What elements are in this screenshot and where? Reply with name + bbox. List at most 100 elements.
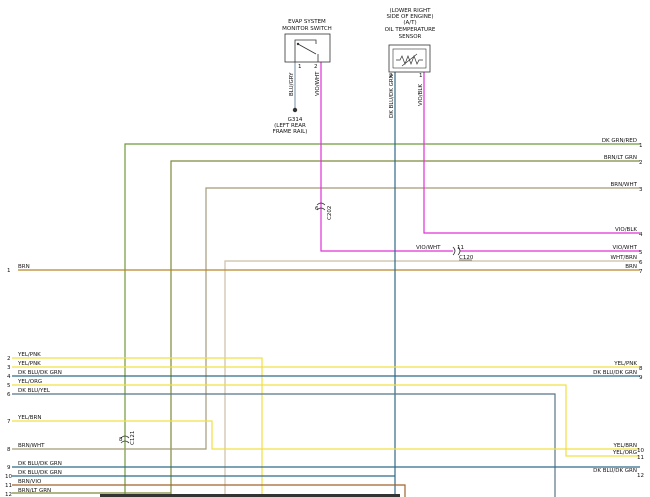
right-number: 6 [639, 260, 643, 266]
left-label: DK BLU/YEL [18, 388, 51, 394]
ground-g314: G314 (LEFT REAR FRAME RAIL) [273, 107, 308, 135]
ground-icon [292, 107, 298, 113]
right-number: 11 [637, 455, 644, 461]
left-label: YEL/PNK [17, 361, 41, 367]
evap-switch-contact [297, 43, 317, 55]
wire-yel-org [12, 384, 640, 457]
left-number: 3 [7, 365, 11, 371]
right-number: 9 [639, 375, 643, 381]
right-label: BRN/WHT [611, 182, 638, 188]
left-number: 2 [7, 356, 11, 362]
left-label: DK BLU/DK GRN [18, 370, 62, 376]
right-number: 10 [637, 448, 644, 454]
evap-title-line2: MONITOR SWITCH [282, 26, 332, 32]
wire-dk-blu-yel [12, 393, 556, 497]
left-labels: 1 BRN 2 YEL/PNK 3 YEL/PNK 4 DK BLU/DK GR… [5, 264, 62, 497]
wire-vio-blk [423, 72, 640, 234]
c202-pin: 6 [315, 206, 319, 212]
wire-brn-wht [12, 187, 640, 450]
left-number: 4 [7, 374, 11, 380]
c202-label: C202 [327, 206, 333, 220]
left-label: DK BLU/DK GRN [18, 461, 62, 467]
left-number: 11 [5, 483, 12, 489]
label-dk-blu-dk-grn-vertical: DK BLU/DK GRN [389, 74, 395, 118]
right-label: VIO/WHT [612, 245, 637, 251]
c121-connector-symbol [120, 435, 130, 444]
left-number: 10 [5, 474, 12, 480]
evap-switch-body [284, 33, 331, 63]
right-label: YEL/PNK [613, 361, 637, 367]
right-label: YEL/BRN [613, 443, 637, 449]
left-label: YEL/PNK [17, 352, 41, 358]
right-labels: DK GRN/RED 1 BRN/LT GRN 2 BRN/WHT 3 VIO/… [593, 138, 644, 479]
oil-sensor-inner [392, 48, 427, 69]
evap-pin-2: 2 [314, 64, 318, 70]
wire-brn-vio [12, 484, 406, 497]
evap-monitor-switch: EVAP SYSTEM MONITOR SWITCH 2 1 [282, 19, 332, 70]
right-number: 1 [639, 143, 643, 149]
bottom-edge-strip [100, 494, 400, 497]
right-number: 3 [639, 187, 643, 193]
wire-yel-brn [12, 420, 640, 450]
right-number: 2 [639, 160, 643, 166]
left-label: YEL/BRN [17, 415, 41, 421]
right-label: DK BLU/DK GRN [593, 370, 637, 376]
evap-switch-pivot [296, 42, 300, 46]
wire-brn-lt-grn [170, 160, 640, 497]
c120-label: C120 [459, 255, 474, 261]
right-label: BRN/LT GRN [604, 155, 637, 161]
left-number: 9 [7, 465, 11, 471]
right-number: 5 [639, 250, 643, 256]
oil-sensor-body [388, 44, 431, 73]
left-label: BRN [18, 264, 30, 270]
right-number: 8 [639, 366, 643, 372]
oil-pin-2: 2 [389, 73, 393, 79]
right-number: 4 [639, 232, 643, 238]
c121-pin: 8 [119, 437, 123, 443]
c121-label: C121 [130, 431, 136, 445]
oil-pin-1: 1 [419, 73, 423, 79]
right-number: 7 [639, 269, 643, 275]
c120-pin: 11 [457, 245, 464, 251]
wire-wht-brn [224, 260, 640, 497]
left-label: YEL/ORG [17, 379, 42, 385]
left-number: 6 [7, 392, 11, 398]
label-vio-blk-vertical: VIO/BLK [418, 84, 424, 106]
left-number: 1 [7, 268, 11, 274]
left-label: BRN/VIO [18, 479, 42, 485]
right-label: BRN [625, 264, 637, 270]
left-label: BRN/WHT [18, 443, 45, 449]
right-label: DK BLU/DK GRN [593, 468, 637, 474]
oil-title-line2: SIDE OF ENGINE) [386, 14, 433, 20]
ground-location-line2: FRAME RAIL) [273, 129, 308, 135]
right-label: YEL/ORG [612, 450, 637, 456]
c120-connector-symbol [452, 246, 461, 256]
right-number: 12 [637, 473, 644, 479]
oil-title-line1: (LOWER RIGHT [389, 8, 431, 14]
evap-title-line1: EVAP SYSTEM [288, 19, 326, 25]
evap-switch-leads [294, 39, 319, 62]
ground-location-line1: (LEFT REAR [274, 123, 306, 129]
right-label: DK GRN/RED [602, 138, 637, 144]
oil-title-line4: OIL TEMPERATURE [385, 27, 436, 33]
oil-title-line5: SENSOR [399, 34, 422, 40]
label-blu-gry: BLU/GRY [289, 72, 295, 96]
c202-connector-symbol [316, 202, 326, 211]
oil-title-line3: (A/T) [403, 20, 416, 26]
left-number: 7 [7, 419, 11, 425]
left-label: DK BLU/DK GRN [18, 470, 62, 476]
thermistor-icon [396, 53, 423, 67]
left-label: BRN/LT GRN [18, 488, 51, 494]
right-label: VIO/BLK [615, 227, 637, 233]
oil-temperature-sensor: (LOWER RIGHT SIDE OF ENGINE) (A/T) OIL T… [385, 8, 436, 79]
left-number: 5 [7, 383, 11, 389]
wires [12, 62, 640, 497]
label-vio-wht-vertical: VIO/WHT [315, 71, 321, 96]
right-label: WHT/BRN [611, 255, 638, 261]
wire-dk-grn-red [124, 143, 640, 497]
ground-id: G314 [288, 117, 303, 123]
evap-pin-1: 1 [298, 64, 302, 70]
left-number: 8 [7, 447, 11, 453]
wire-vio-wht [320, 62, 453, 252]
